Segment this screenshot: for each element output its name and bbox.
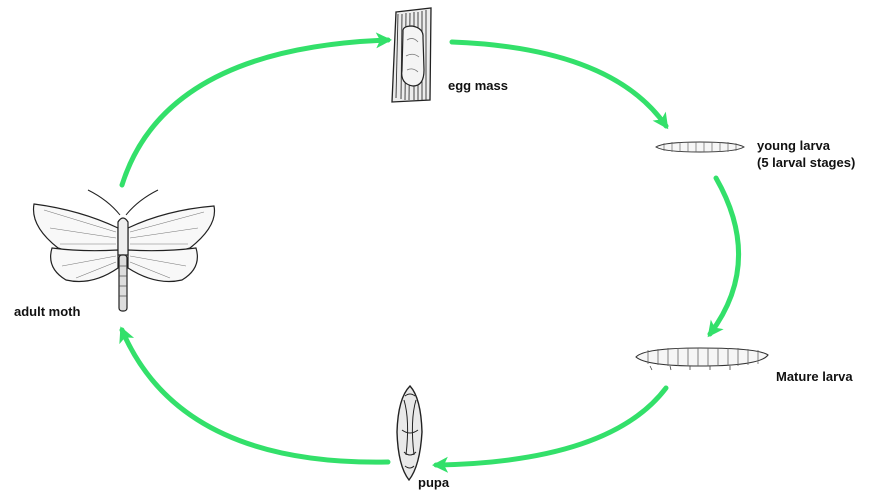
arrow-pupa-to-moth [122, 330, 388, 462]
stage-sublabel-young-larva: (5 larval stages) [757, 154, 855, 171]
mature-larva-icon [636, 348, 768, 370]
arrow-mature-larva-to-pupa [436, 388, 666, 465]
stage-label-adult-moth: adult moth [14, 303, 80, 320]
arrow-young-to-mature-larva [710, 178, 739, 334]
stage-label-egg-mass: egg mass [448, 77, 508, 94]
arrow-moth-to-egg [122, 40, 388, 185]
pupa-icon [397, 386, 422, 480]
cycle-arrows [122, 40, 739, 465]
stage-label-pupa: pupa [418, 474, 449, 491]
young-larva-icon [656, 142, 744, 152]
stage-label-young-larva: young larva [757, 137, 830, 154]
egg-mass-on-bark-icon [392, 8, 431, 102]
stage-label-mature-larva: Mature larva [776, 368, 853, 385]
moth-icon [34, 190, 215, 311]
